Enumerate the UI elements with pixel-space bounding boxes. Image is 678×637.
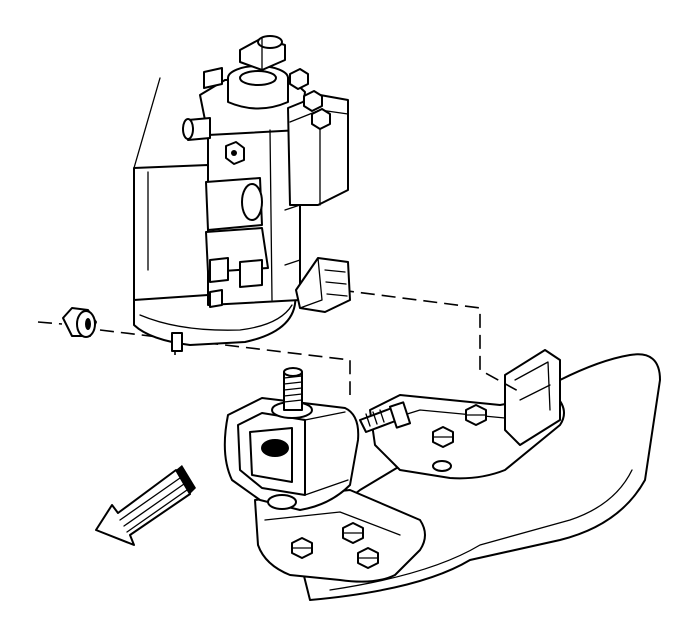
mounting-bracket-insulator bbox=[223, 397, 360, 511]
bracket-stud bbox=[271, 367, 313, 419]
bracket-bolt bbox=[342, 522, 364, 544]
frame-rail-bracket bbox=[359, 349, 565, 480]
bracket-bolt bbox=[357, 547, 379, 569]
bracket-bolt bbox=[432, 426, 454, 448]
mounting-nut bbox=[62, 307, 97, 338]
direction-arrow bbox=[95, 465, 196, 546]
bracket-bolt bbox=[291, 537, 313, 559]
lower-bracket-plate bbox=[254, 489, 426, 583]
bracket-bolt bbox=[465, 404, 487, 426]
hydraulic-modulator-valve-assembly bbox=[133, 35, 351, 352]
side-fastener bbox=[359, 401, 412, 433]
